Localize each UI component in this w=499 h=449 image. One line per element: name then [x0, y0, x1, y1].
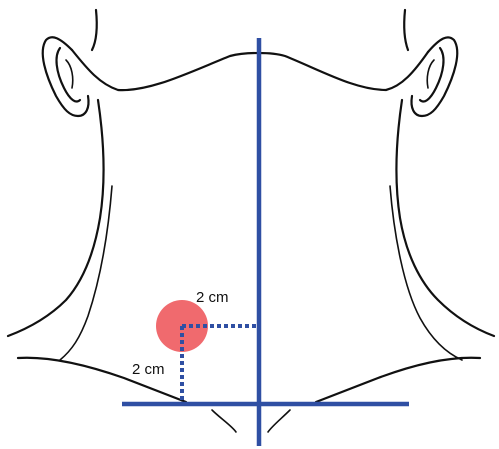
vertical-distance-label: 2 cm: [132, 362, 165, 377]
horizontal-distance-label: 2 cm: [196, 290, 229, 305]
left-ear: [43, 37, 89, 116]
right-ear: [411, 37, 457, 116]
neck-outline: [8, 10, 494, 432]
